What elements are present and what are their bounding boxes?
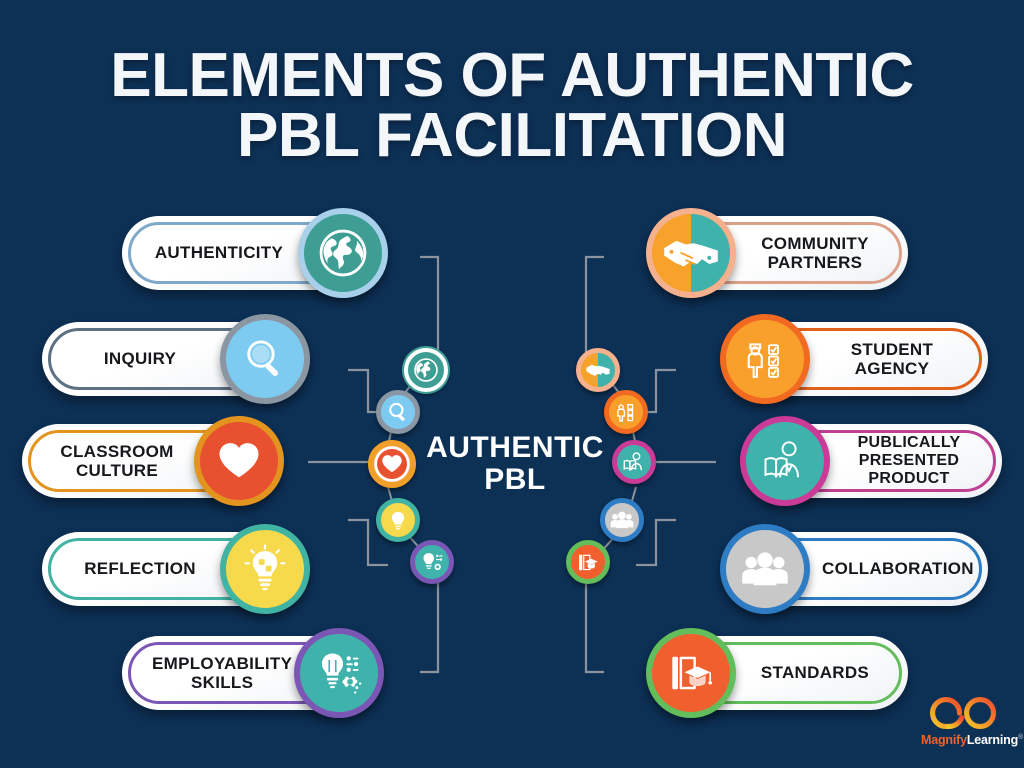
title-line-2: PBL FACILITATION [237, 101, 787, 171]
person-checklist-icon [720, 314, 810, 404]
center-label-line-1: AUTHENTIC [426, 431, 604, 464]
chain-node-employability-skills [410, 540, 454, 584]
element-label: EMPLOYABILITY SKILLS [152, 654, 292, 692]
element-label: COMMUNITY PARTNERS [748, 234, 882, 272]
chain-node-standards [566, 540, 610, 584]
element-label: STUDENT AGENCY [822, 340, 962, 378]
element-label: COLLABORATION [822, 559, 974, 579]
chain-node-student-agency [604, 390, 648, 434]
chain-node-reflection [376, 498, 420, 542]
book-graduation-cap-icon [646, 628, 736, 718]
element-label-line-1: CLASSROOM [60, 441, 174, 461]
center-label: AUTHENTIC PBL [412, 432, 618, 496]
element-label: PUBLICALLY PRESENTED PRODUCT [842, 434, 976, 488]
element-pill-standards[interactable]: STANDARDS [646, 628, 908, 718]
title-line-1: ELEMENTS OF AUTHENTIC [110, 41, 914, 110]
element-pill-publically-presented-product[interactable]: PUBLICALLY PRESENTED PRODUCT [740, 416, 1002, 506]
element-pill-employability-skills[interactable]: EMPLOYABILITY SKILLS [122, 628, 384, 718]
element-label-line-2: SKILLS [190, 673, 254, 692]
element-label-line-1: PUBLICALLY [857, 434, 961, 452]
logo-word-magnify: Magnify [921, 733, 967, 747]
element-label-line-3: PRODUCT [868, 469, 950, 487]
element-label: STANDARDS [760, 663, 870, 683]
magnifier-icon [220, 314, 310, 404]
element-label-line-1: COMMUNITY [761, 233, 869, 253]
logo-word-learning: Learning [966, 733, 1019, 747]
element-pill-community-partners[interactable]: COMMUNITY PARTNERS [646, 208, 908, 298]
center-label-line-2: PBL [484, 462, 546, 496]
element-label: CLASSROOM CULTURE [52, 442, 182, 480]
page-title: ELEMENTS OF AUTHENTIC PBL FACILITATION [0, 45, 1024, 171]
element-label: INQUIRY [103, 349, 177, 369]
element-pill-authenticity[interactable]: AUTHENTICITY [122, 208, 388, 298]
chain-node-collaboration [600, 498, 644, 542]
element-label-line-2: AGENCY [854, 359, 930, 378]
people-group-icon [720, 524, 810, 614]
presenter-book-icon [740, 416, 830, 506]
brand-logo: MagnifyLearning® [921, 694, 1023, 756]
chain-node-authenticity [404, 348, 448, 392]
lightbulb-gear-icon [294, 628, 384, 718]
chain-node-classroom-culture [368, 440, 416, 488]
chain-node-community-partners [576, 348, 620, 392]
heart-icon [194, 416, 284, 506]
element-pill-student-agency[interactable]: STUDENT AGENCY [720, 314, 988, 404]
element-pill-reflection[interactable]: REFLECTION [42, 524, 310, 614]
handshake-icon [646, 208, 736, 298]
element-label-line-2: PARTNERS [767, 253, 863, 272]
globe-icon [298, 208, 388, 298]
element-label-line-1: STUDENT [850, 339, 934, 359]
chain-node-inquiry [376, 390, 420, 434]
element-label: REFLECTION [84, 559, 196, 579]
magnify-learning-mark [930, 696, 997, 730]
element-label-line-1: EMPLOYABILITY [152, 653, 293, 673]
element-pill-classroom-culture[interactable]: CLASSROOM CULTURE [22, 416, 284, 506]
element-label: AUTHENTICITY [154, 243, 284, 263]
lightbulb-puzzle-icon [220, 524, 310, 614]
element-pill-inquiry[interactable]: INQUIRY [42, 314, 310, 404]
logo-trademark: ® [1018, 733, 1023, 741]
logo-wordmark: MagnifyLearning® [921, 733, 1023, 747]
element-label-line-2: PRESENTED [858, 452, 960, 470]
element-pill-collaboration[interactable]: COLLABORATION [720, 524, 988, 614]
chain-node-publically-presented-product [612, 440, 656, 484]
element-label-line-2: CULTURE [75, 461, 159, 480]
